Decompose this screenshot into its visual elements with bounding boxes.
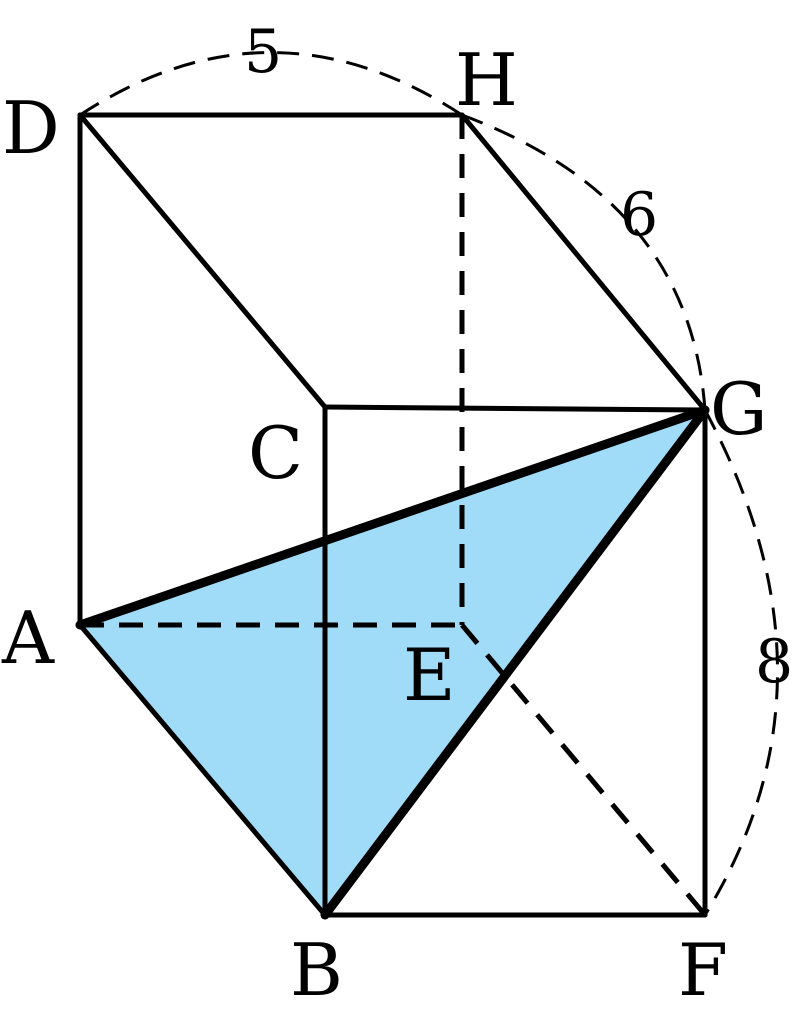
dimension-label-gf: 8 [755, 627, 793, 697]
vertex-label-a: A [1, 596, 55, 680]
vertex-label-b: B [290, 928, 343, 1012]
arc-hg [461, 113, 707, 411]
arc-gf [703, 409, 779, 916]
edge-ag [75, 405, 710, 630]
dimension-label-dh: 5 [244, 17, 282, 87]
vertex-label-h: H [455, 38, 518, 122]
vertex-label-d: D [2, 86, 60, 170]
vertex-label-c: C [248, 411, 303, 495]
vertex-label-f: F [678, 928, 728, 1012]
shaded-triangle-abg [80, 410, 705, 915]
edge-dc [77, 112, 328, 410]
edge-bg [320, 405, 710, 920]
edge-cg [322, 404, 708, 413]
dimension-label-hg: 6 [620, 180, 658, 250]
edge-ab [77, 622, 328, 918]
vertex-label-g: G [710, 367, 768, 451]
vertex-label-e: E [403, 633, 456, 717]
edge-hg [459, 112, 708, 413]
hidden-edge-ef [460, 623, 707, 917]
